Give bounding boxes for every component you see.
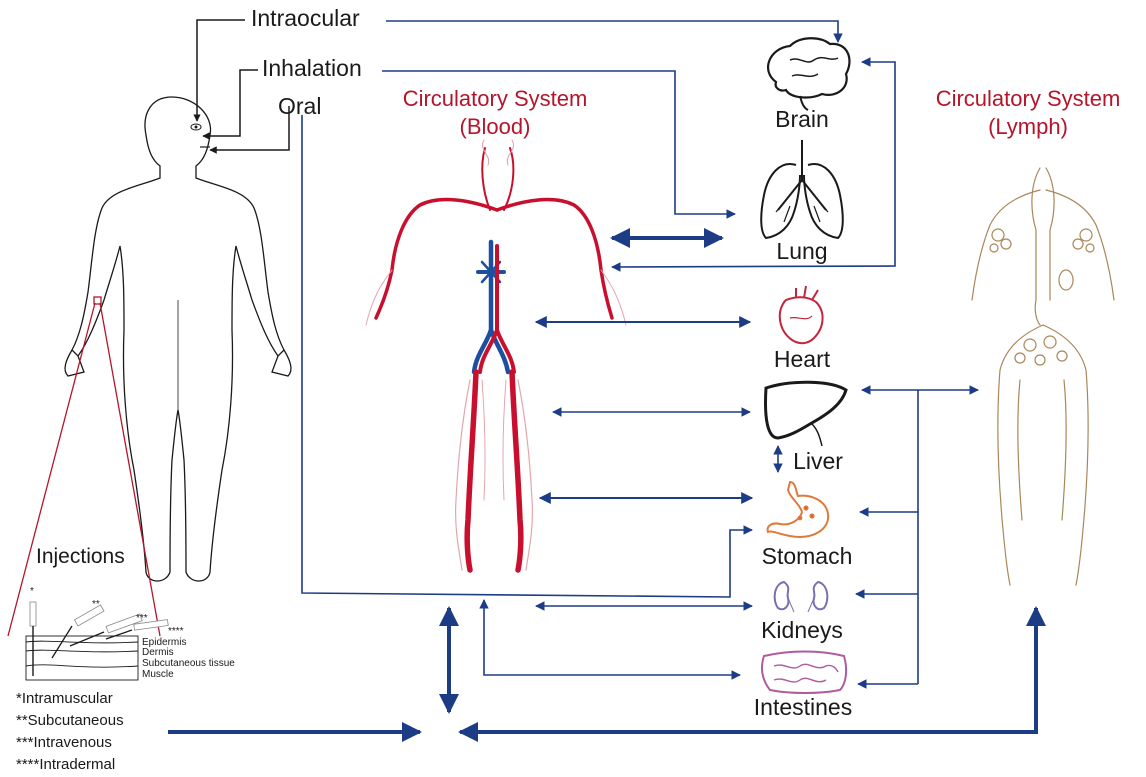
marker-intravenous: *** bbox=[136, 614, 148, 624]
heart-icon bbox=[780, 286, 823, 343]
skin-cross-section bbox=[26, 636, 138, 680]
needle-subcutaneous bbox=[52, 605, 104, 658]
route-oral-label: Oral bbox=[278, 93, 321, 120]
organ-label-stomach: Stomach bbox=[752, 543, 862, 570]
route-intraocular-label: Intraocular bbox=[251, 5, 360, 32]
blood-system-title-line1: Circulatory System bbox=[375, 85, 615, 113]
lymph-system-title: Circulatory System (Lymph) bbox=[910, 85, 1146, 141]
blood-system-title-line2: (Blood) bbox=[375, 113, 615, 141]
kidneys-icon bbox=[775, 582, 828, 612]
blood-system-title: Circulatory System (Blood) bbox=[375, 85, 615, 141]
eye-icon bbox=[191, 124, 201, 130]
layer-muscle: Muscle bbox=[142, 670, 174, 680]
injections-title: Injections bbox=[36, 545, 125, 569]
arrow-intraocular-to-brain bbox=[386, 21, 838, 42]
lung-icon bbox=[761, 140, 843, 238]
intestines-icon bbox=[762, 652, 846, 694]
brain-icon bbox=[768, 38, 849, 110]
legend-intravenous: ***Intravenous bbox=[16, 734, 112, 751]
organ-label-heart: Heart bbox=[768, 346, 836, 373]
stomach-icon bbox=[768, 482, 829, 537]
legend-subcutaneous: **Subcutaneous bbox=[16, 712, 124, 729]
legend-intramuscular: *Intramuscular bbox=[16, 690, 113, 707]
blood-vessel-figure bbox=[366, 140, 626, 570]
organ-label-intestines: Intestines bbox=[744, 694, 862, 721]
layer-dermis: Dermis bbox=[142, 648, 174, 658]
organ-label-kidneys: Kidneys bbox=[750, 617, 854, 644]
lymph-system-figure bbox=[972, 168, 1114, 585]
lymph-system-title-line2: (Lymph) bbox=[910, 113, 1146, 141]
layer-subcutaneous: Subcutaneous tissue bbox=[142, 659, 235, 669]
marker-intramuscular: * bbox=[30, 587, 34, 597]
marker-intradermal: **** bbox=[168, 627, 184, 637]
liver-icon bbox=[766, 382, 847, 446]
lymph-system-title-line1: Circulatory System bbox=[910, 85, 1146, 113]
organ-label-brain: Brain bbox=[770, 106, 834, 133]
organ-label-liver: Liver bbox=[788, 448, 848, 475]
route-inhalation-label: Inhalation bbox=[262, 55, 362, 82]
legend-intradermal: ****Intradermal bbox=[16, 756, 115, 773]
organ-label-lung: Lung bbox=[770, 238, 834, 265]
human-body-outline bbox=[65, 97, 291, 581]
arrow-blood-intestines bbox=[484, 600, 740, 675]
marker-subcutaneous: ** bbox=[92, 600, 100, 610]
arrow-oral-route bbox=[302, 115, 752, 597]
